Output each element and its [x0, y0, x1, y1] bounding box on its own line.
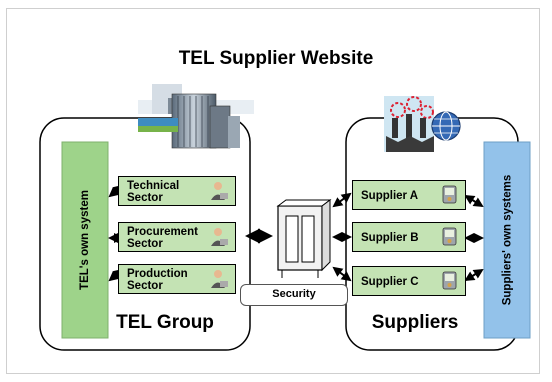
supplier-box-c: Supplier C: [352, 266, 466, 296]
worker-icon: [211, 270, 228, 288]
sector-label-line1: Production: [127, 268, 188, 280]
supplier-system-arrow: [464, 268, 484, 282]
sector-label-line1: Technical: [127, 180, 180, 192]
globe-icon: [431, 111, 461, 141]
supplier-box-b: Supplier B: [352, 222, 466, 252]
sector-label-line2: Sector: [127, 192, 163, 204]
worker-icon: [211, 228, 228, 246]
supplier-system-label-wrap: Suppliers' own systems: [484, 142, 530, 338]
worker-icon: [211, 182, 228, 200]
supplier-terminal-icon: [442, 185, 457, 204]
tel-system-bar: [61, 141, 109, 339]
supplier-label: Supplier B: [361, 232, 419, 244]
supplier-system-bar: [483, 141, 531, 339]
sector-box-technical: Technical Sector: [118, 176, 236, 206]
supplier-box-a: Supplier A: [352, 180, 466, 210]
diagram-title: TEL Supplier Website: [178, 48, 374, 69]
factory-icon: [384, 96, 434, 152]
sector-label-line1: Procurement: [127, 226, 198, 238]
supplier-link-arrow: [332, 266, 352, 282]
sector-box-production: Production Sector: [118, 264, 236, 294]
sector-box-procurement: Procurement Sector: [118, 222, 236, 252]
supplier-label: Supplier C: [361, 276, 419, 288]
supplier-label: Supplier A: [361, 190, 419, 202]
building-icon: [138, 84, 254, 149]
supplier-link-arrow: [332, 192, 352, 208]
tel-group-label: TEL Group: [116, 312, 214, 333]
supplier-system-arrow: [464, 194, 484, 208]
security-gate-icon: [276, 199, 332, 278]
security-label: Security: [240, 284, 348, 306]
suppliers-label: Suppliers: [371, 312, 459, 333]
supplier-terminal-icon: [442, 227, 457, 246]
supplier-system-label: Suppliers' own systems: [501, 174, 513, 306]
sector-label-line2: Sector: [127, 238, 163, 250]
sector-label-line2: Sector: [127, 280, 163, 292]
supplier-terminal-icon: [442, 271, 457, 290]
tel-system-label: TEL's own system: [79, 190, 91, 290]
tel-system-label-wrap: TEL's own system: [62, 142, 108, 338]
